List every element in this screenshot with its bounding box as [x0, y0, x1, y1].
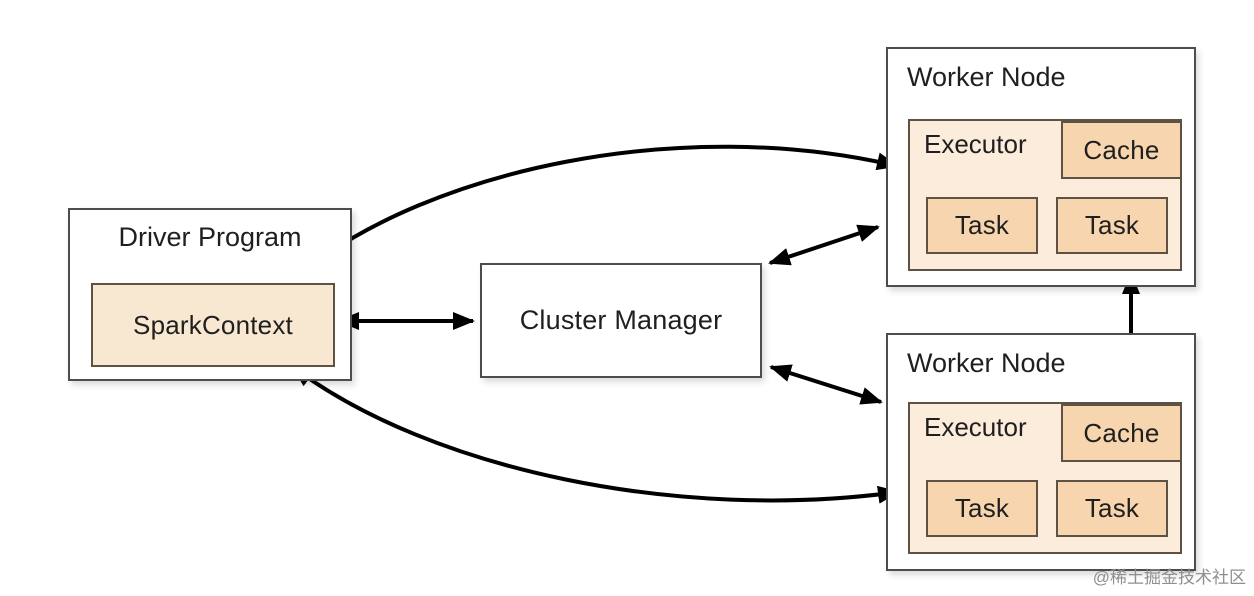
- watermark-text: @稀土掘金技术社区: [1092, 568, 1246, 587]
- driver-program-node: Driver Program SparkContext: [68, 208, 352, 381]
- worker-node-2: Worker Node Executor Cache Task Task: [886, 333, 1196, 571]
- arrow-clustermanager-worker2: [769, 364, 883, 405]
- cluster-manager-node: Cluster Manager: [480, 263, 762, 378]
- worker-1-task-2-label: Task: [1084, 210, 1140, 240]
- arrow-sparkcontext-worker2-curve: [291, 365, 900, 504]
- worker-node-2-title: Worker Node: [907, 348, 1066, 378]
- spark-context-label: SparkContext: [133, 309, 293, 340]
- worker-1-task-1: Task: [926, 197, 1038, 254]
- driver-program-title: Driver Program: [118, 222, 302, 252]
- worker-node-1: Worker Node Executor Cache Task Task: [886, 47, 1196, 287]
- worker-2-task-2: Task: [1056, 480, 1168, 537]
- worker-2-executor-label: Executor: [924, 412, 1027, 442]
- worker-2-task-1-label: Task: [954, 493, 1010, 523]
- arrow-clustermanager-worker1: [768, 224, 880, 266]
- worker-2-task-2-label: Task: [1084, 493, 1140, 523]
- worker-1-executor: Executor Cache Task Task: [908, 119, 1182, 271]
- arrow-sparkcontext-worker1-curve: [299, 144, 899, 275]
- worker-1-cache-label: Cache: [1083, 134, 1160, 165]
- worker-1-task-2: Task: [1056, 197, 1168, 254]
- worker-2-task-1: Task: [926, 480, 1038, 537]
- worker-2-cache-label: Cache: [1083, 417, 1160, 448]
- worker-2-cache: Cache: [1061, 404, 1182, 462]
- worker-2-executor: Executor Cache Task Task: [908, 402, 1182, 554]
- worker-1-task-1-label: Task: [954, 210, 1010, 240]
- worker-1-executor-label: Executor: [924, 129, 1027, 159]
- worker-1-cache: Cache: [1061, 121, 1182, 179]
- cluster-manager-label: Cluster Manager: [519, 305, 723, 335]
- spark-context-node: SparkContext: [91, 283, 335, 367]
- worker-node-1-title: Worker Node: [907, 62, 1066, 92]
